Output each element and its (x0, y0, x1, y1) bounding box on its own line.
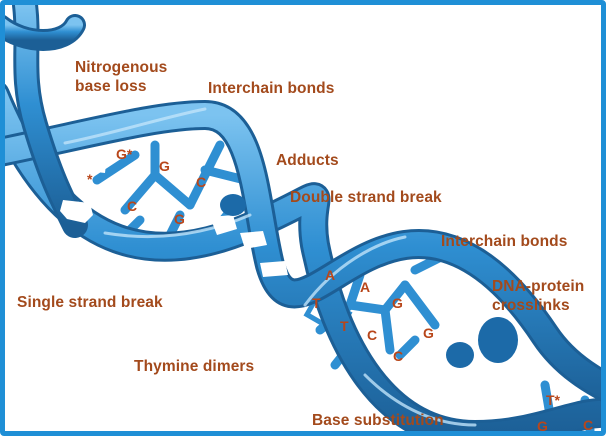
base-a1: A (325, 267, 336, 283)
label-nitrogenous-base-loss: Nitrogenous base loss (75, 59, 168, 95)
base-c3: C (367, 327, 378, 343)
dna-helix-illustration (5, 5, 601, 431)
base-g5: G (537, 418, 548, 434)
base-t-star: T* (546, 392, 560, 408)
label-single-strand-break: Single strand break (17, 294, 163, 311)
base-loss-gap (85, 153, 107, 173)
strand-highlights (63, 107, 477, 427)
base-c4: C (393, 348, 404, 364)
double-strand-break-gap-3 (260, 261, 288, 277)
label-adducts: Adducts (276, 152, 339, 169)
label-thymine-dimers: Thymine dimers (134, 358, 255, 375)
base-g3: G (392, 295, 403, 311)
protein-crosslink (446, 317, 518, 368)
adduct-blob (220, 194, 246, 216)
dna-strands (5, 5, 601, 431)
base-g1: G (159, 158, 170, 174)
double-strand-break-gap-1 (210, 215, 237, 235)
base-g2: G (174, 211, 185, 227)
label-interchain-bonds-right: Interchain bonds (441, 233, 568, 250)
label-base-substitution: Base substitution (312, 412, 444, 429)
base-t2: T (340, 318, 349, 334)
base-g-star: G* (116, 146, 133, 162)
label-interchain-bonds-top: Interchain bonds (208, 80, 335, 97)
base-c1: C (196, 174, 207, 190)
base-t1: T (312, 295, 321, 311)
label-dna-protein-crosslinks: DNA-protein crosslinks (492, 278, 585, 314)
base-g4: G (423, 325, 434, 341)
adduct-markers (220, 194, 246, 216)
strand-breaks (60, 153, 288, 277)
single-strand-break-gap (60, 200, 93, 223)
base-c5: C (583, 417, 594, 433)
label-double-strand-break: Double strand break (290, 189, 442, 206)
base-star-left: * (87, 171, 93, 187)
base-c2: C (127, 198, 138, 214)
double-strand-break-gap-2 (240, 231, 267, 249)
base-a2: A (360, 279, 371, 295)
